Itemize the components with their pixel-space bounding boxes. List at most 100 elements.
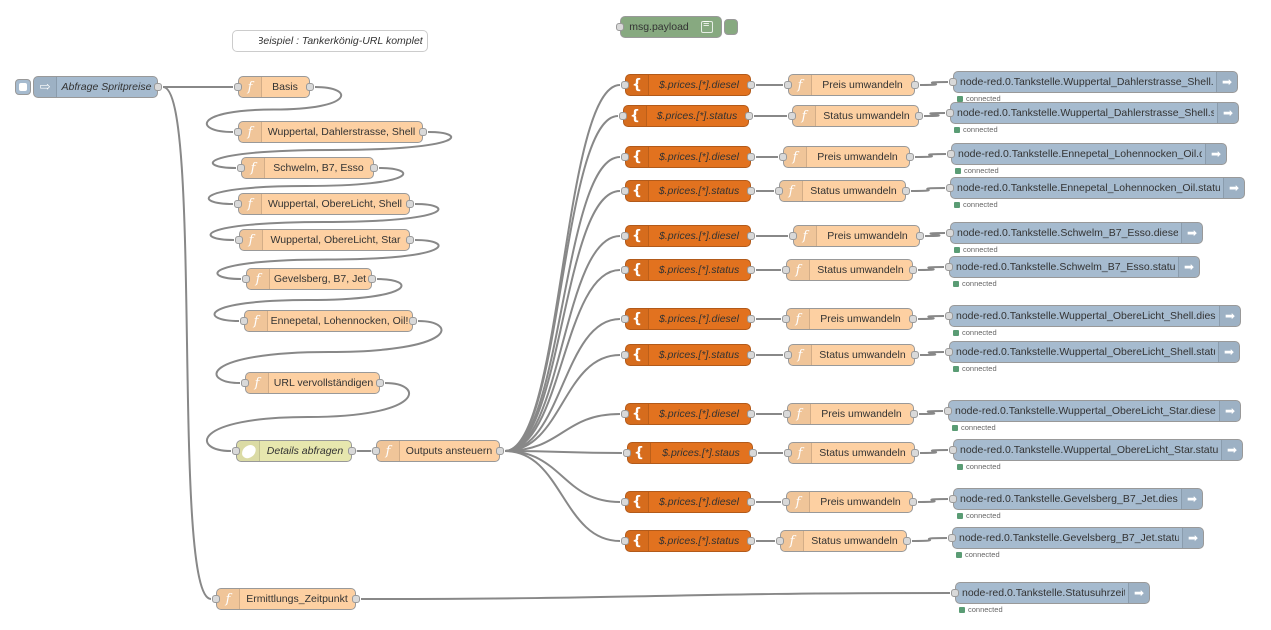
wire[interactable]	[213, 278, 403, 322]
wire[interactable]	[911, 537, 948, 542]
output-port[interactable]	[370, 164, 378, 172]
input-port[interactable]	[242, 275, 250, 283]
output-port[interactable]	[406, 236, 414, 244]
jsonpath-node-0[interactable]: {$.prices.[*].diesel	[621, 74, 755, 96]
wire[interactable]	[504, 318, 621, 452]
output-port[interactable]	[911, 449, 919, 457]
input-port[interactable]	[784, 81, 792, 89]
output-port[interactable]	[368, 275, 376, 283]
wire[interactable]	[205, 382, 411, 452]
input-port[interactable]	[240, 317, 248, 325]
output-port[interactable]	[902, 187, 910, 195]
wire[interactable]	[504, 190, 621, 452]
wire[interactable]	[919, 449, 949, 454]
output-port[interactable]	[747, 187, 755, 195]
input-port[interactable]	[946, 229, 954, 237]
input-port[interactable]	[616, 23, 624, 31]
output-port[interactable]	[406, 200, 414, 208]
input-port[interactable]	[949, 495, 957, 503]
input-port[interactable]	[235, 236, 243, 244]
output-port[interactable]	[909, 266, 917, 274]
wire[interactable]	[923, 112, 946, 117]
wire[interactable]	[910, 187, 946, 192]
iobroker-out-node-8[interactable]: node-red.0.Tankstelle.Wuppertal_ObereLic…	[944, 400, 1241, 422]
wire[interactable]	[924, 232, 946, 237]
wire[interactable]	[917, 498, 949, 503]
input-port[interactable]	[775, 187, 783, 195]
output-port[interactable]	[909, 498, 917, 506]
output-port[interactable]	[747, 81, 755, 89]
output-port[interactable]	[911, 351, 919, 359]
input-port[interactable]	[947, 150, 955, 158]
jsonpath-node-2[interactable]: {$.prices.[*].diesel	[621, 146, 755, 168]
jsonpath-node-6[interactable]: {$.prices.[*].diesel	[621, 308, 755, 330]
wire[interactable]	[918, 410, 944, 415]
wire[interactable]	[211, 131, 453, 169]
wire[interactable]	[917, 315, 945, 320]
input-port[interactable]	[949, 78, 957, 86]
debug-node[interactable]: msg.payload	[616, 16, 738, 38]
wire[interactable]	[216, 239, 440, 280]
wire[interactable]	[504, 450, 621, 542]
iobroker-out-node-11[interactable]: node-red.0.Tankstelle.Gevelsberg_B7_Jet.…	[948, 527, 1204, 549]
output-port[interactable]	[409, 317, 417, 325]
iobroker-out-node-0[interactable]: node-red.0.Tankstelle.Wuppertal_Dahlerst…	[949, 71, 1238, 93]
wire[interactable]	[504, 450, 621, 503]
jsonpath-node-4[interactable]: {$.prices.[*].diesel	[621, 225, 755, 247]
wire[interactable]	[504, 450, 623, 454]
input-port[interactable]	[784, 351, 792, 359]
wire[interactable]	[360, 592, 951, 600]
output-port[interactable]	[419, 128, 427, 136]
inject-node[interactable]: ⇨Abfrage Spritpreise	[15, 76, 162, 98]
input-port[interactable]	[779, 153, 787, 161]
output-port[interactable]	[906, 153, 914, 161]
wire[interactable]	[504, 115, 619, 452]
wire[interactable]	[504, 413, 621, 452]
wire[interactable]	[504, 354, 621, 452]
debug-toggle-button[interactable]	[724, 19, 738, 35]
input-port[interactable]	[234, 83, 242, 91]
input-port[interactable]	[784, 449, 792, 457]
output-port[interactable]	[154, 83, 162, 91]
input-port[interactable]	[945, 348, 953, 356]
iobroker-out-node-4[interactable]: node-red.0.Tankstelle.Schwelm_B7_Esso.di…	[946, 222, 1203, 244]
input-port[interactable]	[232, 447, 240, 455]
input-port[interactable]	[621, 153, 629, 161]
iobroker-out-node-5[interactable]: node-red.0.Tankstelle.Schwelm_B7_Esso.st…	[945, 256, 1200, 278]
jsonpath-node-9[interactable]: {$.prices.[*].staus	[623, 442, 757, 464]
input-port[interactable]	[945, 263, 953, 271]
output-port[interactable]	[745, 112, 753, 120]
output-port[interactable]	[352, 595, 360, 603]
input-port[interactable]	[621, 351, 629, 359]
inject-trigger-button[interactable]	[15, 79, 31, 95]
output-port[interactable]	[348, 447, 356, 455]
input-port[interactable]	[241, 379, 249, 387]
jsonpath-node-10[interactable]: {$.prices.[*].diesel	[621, 491, 755, 513]
input-port[interactable]	[945, 312, 953, 320]
wire[interactable]	[914, 153, 947, 158]
input-port[interactable]	[234, 128, 242, 136]
output-port[interactable]	[749, 449, 757, 457]
input-port[interactable]	[951, 589, 959, 597]
output-port[interactable]	[306, 83, 314, 91]
input-port[interactable]	[372, 447, 380, 455]
output-port[interactable]	[911, 81, 919, 89]
input-port[interactable]	[782, 266, 790, 274]
jsonpath-node-5[interactable]: {$.prices.[*].status	[621, 259, 755, 281]
input-port[interactable]	[621, 537, 629, 545]
